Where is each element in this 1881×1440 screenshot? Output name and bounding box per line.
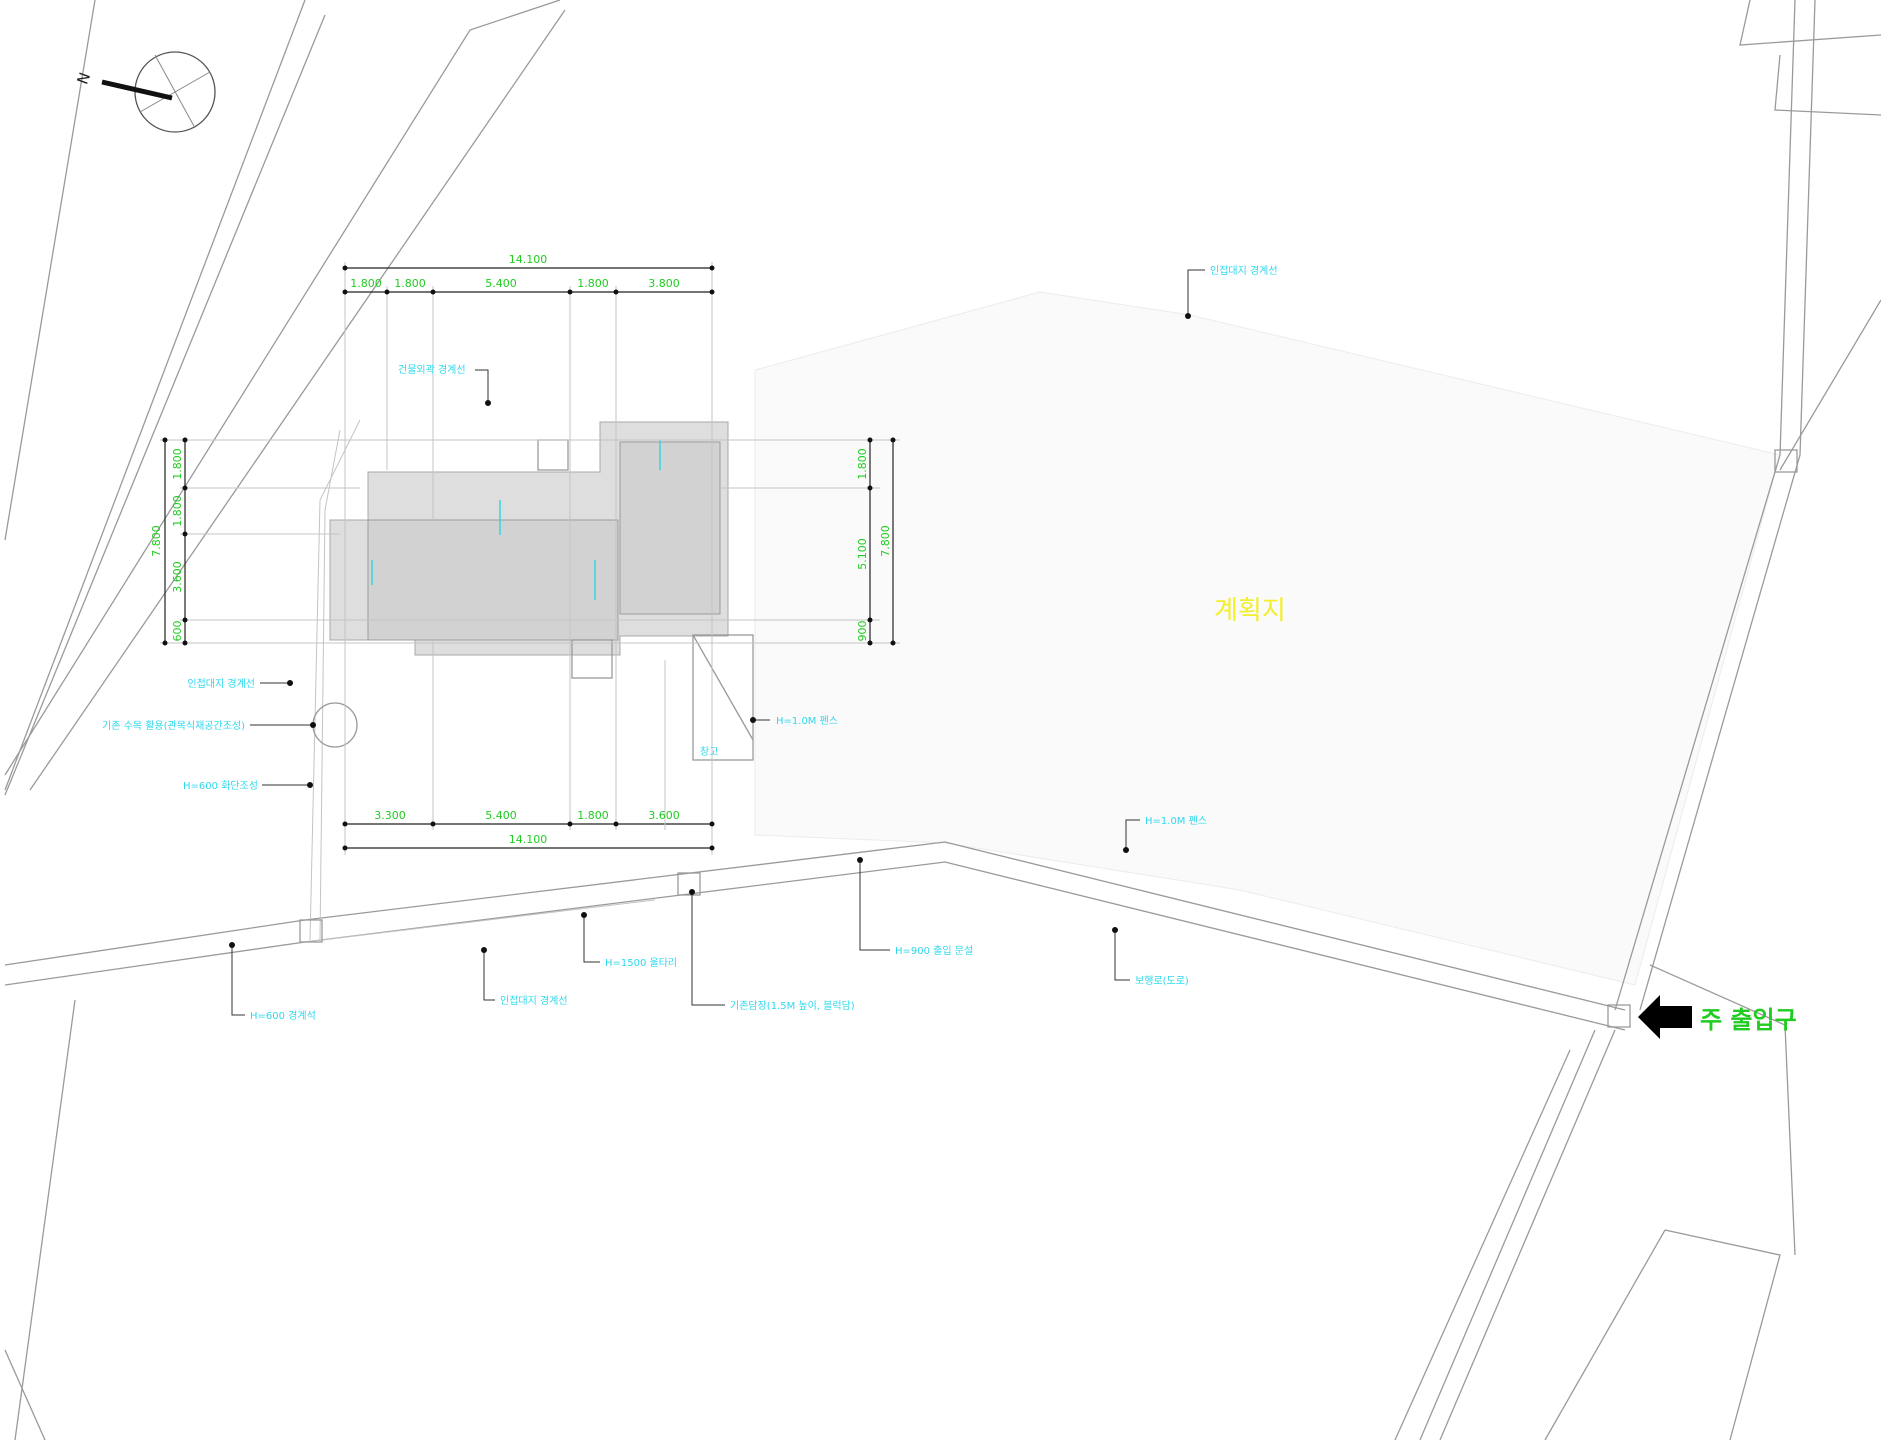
road-line-left-3 <box>4 14 326 796</box>
dim-right-total: 7.800 <box>879 525 892 557</box>
note-building-outline: 건물외곽 경계선 <box>398 363 466 376</box>
dim-top-seg-5: 3.800 <box>648 277 680 290</box>
lot-line-top-right <box>1739 0 1881 46</box>
lot-line-right-mid <box>1649 964 1796 1256</box>
note-neighbor-boundary-top: 인접대지 경계선 <box>1210 264 1278 277</box>
building-wing <box>619 441 721 615</box>
note-sidewalk: 보행로(도로) <box>1135 975 1189 987</box>
lot-line-lower-right <box>1664 1229 1781 1440</box>
dim-left-seg-4: 600 <box>171 621 184 642</box>
dim-extension-lines <box>160 262 900 855</box>
road-line-left-1 <box>4 0 96 541</box>
note-curb: H=600 경계석 <box>250 1009 316 1022</box>
gate-post-2 <box>677 872 701 896</box>
site-label: 계획지 <box>1214 596 1286 626</box>
dim-tick-dots <box>162 265 896 851</box>
dim-bottom-seg-2: 5.400 <box>485 809 517 822</box>
note-flower-bed: H=600 화단조성 <box>183 780 258 792</box>
gate-post-1 <box>299 919 323 943</box>
note-existing-wall: 기존담장(1.5M 높이, 블럭담) <box>730 1000 855 1012</box>
dim-top-seg-3: 5.400 <box>485 277 517 290</box>
gate-post-4 <box>1607 1004 1631 1028</box>
dim-left-seg-2: 1.800 <box>171 495 184 527</box>
note-storage: 창고 <box>700 746 718 758</box>
annotation-leaders <box>229 269 1205 1016</box>
storage-box <box>692 634 754 761</box>
note-entrance-sill: H=900 출입 문설 <box>895 944 973 957</box>
road-line-lower-left-2 <box>4 1349 46 1440</box>
road-line-bottom-2 <box>4 861 1626 1031</box>
storage-diagonal <box>692 634 754 741</box>
entry-porch <box>537 439 569 471</box>
note-existing-tree: 기존 수목 활용(관목식재공간조성) <box>102 719 245 732</box>
dim-left-total: 7.800 <box>150 525 163 557</box>
dim-top-seg-1: 1.800 <box>350 277 382 290</box>
note-fence-2: H=1.0M 펜스 <box>1145 815 1207 827</box>
tree-circle <box>312 702 358 748</box>
arrow-left-icon <box>1638 995 1692 1039</box>
lot-line-lower-right-2 <box>1544 1229 1666 1440</box>
dim-bottom-total: 14.100 <box>509 833 548 846</box>
road-line-right-2 <box>1639 0 1816 1011</box>
road-line-lower-left <box>14 999 76 1440</box>
main-entrance-marker: 주 출입구 <box>1638 995 1797 1039</box>
road-line-diag-1 <box>4 0 561 776</box>
dim-bottom-seg-4: 3.600 <box>648 809 680 822</box>
dim-right-seg-1: 1.800 <box>856 448 869 480</box>
fence-line-south <box>304 899 656 943</box>
note-neighbor-boundary-left: 인접대지 경계선 <box>187 677 255 690</box>
note-neighbor-boundary-bottom: 인접대지 경계선 <box>500 994 568 1007</box>
road-line-right-1 <box>1614 0 1796 1011</box>
dim-left-seg-3: 3.600 <box>171 561 184 593</box>
road-line-lower-right-3 <box>1394 1049 1571 1440</box>
fence-line-left-2 <box>319 429 341 941</box>
building-core <box>367 519 619 641</box>
road-line-left-2 <box>4 0 306 791</box>
road-line-lower-right-1 <box>1419 1029 1596 1440</box>
dim-bottom-seg-1: 3.300 <box>374 809 406 822</box>
dim-right-seg-2: 5.100 <box>856 538 869 570</box>
road-line-right-3 <box>1779 299 1881 471</box>
dim-right-seg-3: 900 <box>856 621 869 642</box>
note-hedge: H=1500 울타리 <box>605 957 677 969</box>
site-lot-area <box>754 291 1781 986</box>
dim-bottom-seg-3: 1.800 <box>577 809 609 822</box>
dim-top-seg-2: 1.800 <box>394 277 426 290</box>
dim-top-total: 14.100 <box>509 253 548 266</box>
dim-top-seg-4: 1.800 <box>577 277 609 290</box>
lot-line-top-right-2 <box>1774 54 1881 116</box>
fence-line-left <box>309 419 361 941</box>
note-fence-1: H=1.0M 펜스 <box>776 715 838 727</box>
north-label: N <box>73 70 94 87</box>
dim-left-seg-1: 1.800 <box>171 448 184 480</box>
road-line-lower-right-2 <box>1439 1029 1616 1440</box>
road-line-diag-2 <box>29 9 566 791</box>
road-line-bottom-1 <box>4 841 1626 1011</box>
main-entrance-label: 주 출입구 <box>1700 1005 1797 1034</box>
north-arrow: N <box>73 51 216 133</box>
stair-step <box>571 639 613 679</box>
gate-post-3 <box>1774 449 1798 473</box>
